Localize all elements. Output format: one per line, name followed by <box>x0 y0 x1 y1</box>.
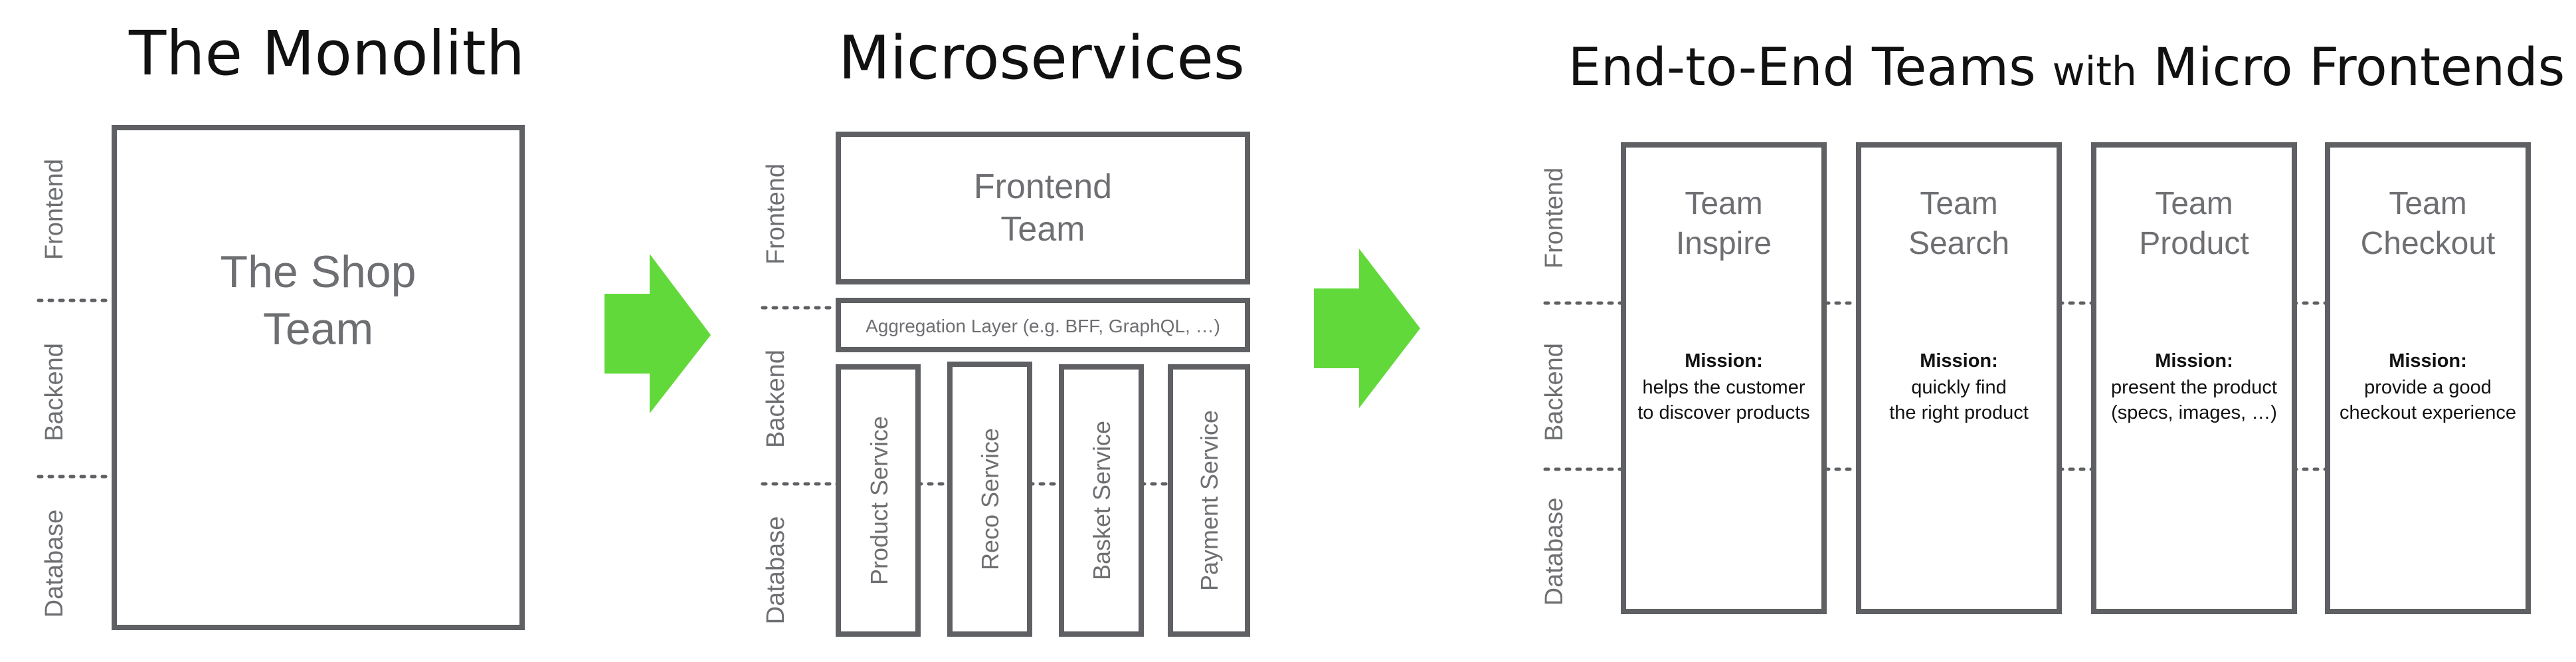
team-search-mission-line1: quickly find <box>1911 377 2006 398</box>
e2e-title-part3: Micro Frontends <box>2137 38 2565 98</box>
team-product-mission-label: Mission: <box>2155 350 2233 372</box>
team-search-column: Team Search Mission: quickly find the ri… <box>1856 142 2062 614</box>
team-checkout-mission-line2: checkout experience <box>2340 402 2516 423</box>
e2e-title: End-to-End Teams with Micro Frontends <box>1568 38 2565 98</box>
payment-service-label: Payment Service <box>1196 410 1223 591</box>
team-checkout-mission-label: Mission: <box>2389 350 2467 372</box>
reco-service-label: Reco Service <box>976 428 1004 570</box>
monolith-panel: The Monolith Frontend Backend Database T… <box>37 18 525 630</box>
team-product-mission-line2: (specs, images, …) <box>2111 402 2277 423</box>
team-inspire-mission-label: Mission: <box>1685 350 1763 372</box>
product-service-box <box>836 364 921 637</box>
e2e-layer-backend: Backend <box>1540 343 1568 441</box>
microservices-layer-database: Database <box>762 516 790 625</box>
microservices-layer-backend: Backend <box>762 350 790 448</box>
team-search-name-line1: Team <box>1920 186 1997 221</box>
team-inspire-name-line1: Team <box>1685 186 1762 221</box>
team-checkout-box <box>2325 142 2531 614</box>
monolith-title: The Monolith <box>128 18 525 89</box>
monolith-box-label-line1: The Shop <box>221 247 416 297</box>
microservices-panel: Microservices Frontend Backend Database … <box>761 23 1250 637</box>
aggregation-layer-label: Aggregation Layer (e.g. BFF, GraphQL, …) <box>866 316 1220 336</box>
team-checkout-column: Team Checkout Mission: provide a good ch… <box>2325 142 2531 614</box>
payment-service-box <box>1168 364 1250 637</box>
team-search-name-line2: Search <box>1908 226 2009 261</box>
team-inspire-column: Team Inspire Mission: helps the customer… <box>1621 142 1827 614</box>
e2e-layer-frontend: Frontend <box>1540 167 1568 269</box>
frontend-team-label-line1: Frontend <box>974 167 1112 206</box>
team-inspire-mission-line1: helps the customer <box>1642 377 1805 398</box>
monolith-layer-database: Database <box>41 510 68 618</box>
microservices-title: Microservices <box>838 23 1245 93</box>
microservices-layer-frontend: Frontend <box>762 164 790 265</box>
transition-arrow-2 <box>1314 249 1420 408</box>
product-service-label: Product Service <box>866 416 893 585</box>
e2e-title-part1: End-to-End Teams <box>1568 38 2053 98</box>
e2e-teams-panel: End-to-End Teams with Micro Frontends Fr… <box>1540 38 2565 614</box>
team-product-name-line2: Product <box>2139 226 2249 261</box>
team-search-mission-label: Mission: <box>1920 350 1998 372</box>
basket-service-box <box>1059 364 1144 637</box>
team-checkout-name-line1: Team <box>2389 186 2466 221</box>
team-product-mission-line1: present the product <box>2111 377 2277 398</box>
frontend-team-label-line2: Team <box>1000 210 1085 249</box>
team-checkout-mission-line1: provide a good <box>2364 377 2492 398</box>
e2e-title-with: with <box>2053 49 2137 95</box>
e2e-layer-database: Database <box>1540 498 1568 606</box>
team-product-name-line1: Team <box>2155 186 2233 221</box>
team-search-mission-line2: the right product <box>1889 402 2029 423</box>
team-inspire-mission-line2: to discover products <box>1637 402 1810 423</box>
monolith-shop-team-box <box>112 125 525 630</box>
team-search-box <box>1856 142 2062 614</box>
team-checkout-name-line2: Checkout <box>2361 226 2496 261</box>
monolith-layer-frontend: Frontend <box>41 159 68 260</box>
team-product-box <box>2091 142 2297 614</box>
basket-service-label: Basket Service <box>1088 421 1115 580</box>
monolith-layer-backend: Backend <box>41 343 68 441</box>
team-inspire-name-line2: Inspire <box>1676 226 1772 261</box>
team-product-column: Team Product Mission: present the produc… <box>2091 142 2297 614</box>
aggregation-layer-box <box>836 298 1250 352</box>
team-inspire-box <box>1621 142 1827 614</box>
reco-service-box <box>947 362 1032 637</box>
monolith-box-label-line2: Team <box>263 304 373 354</box>
frontend-team-box <box>836 132 1250 284</box>
transition-arrow-1 <box>604 254 711 413</box>
